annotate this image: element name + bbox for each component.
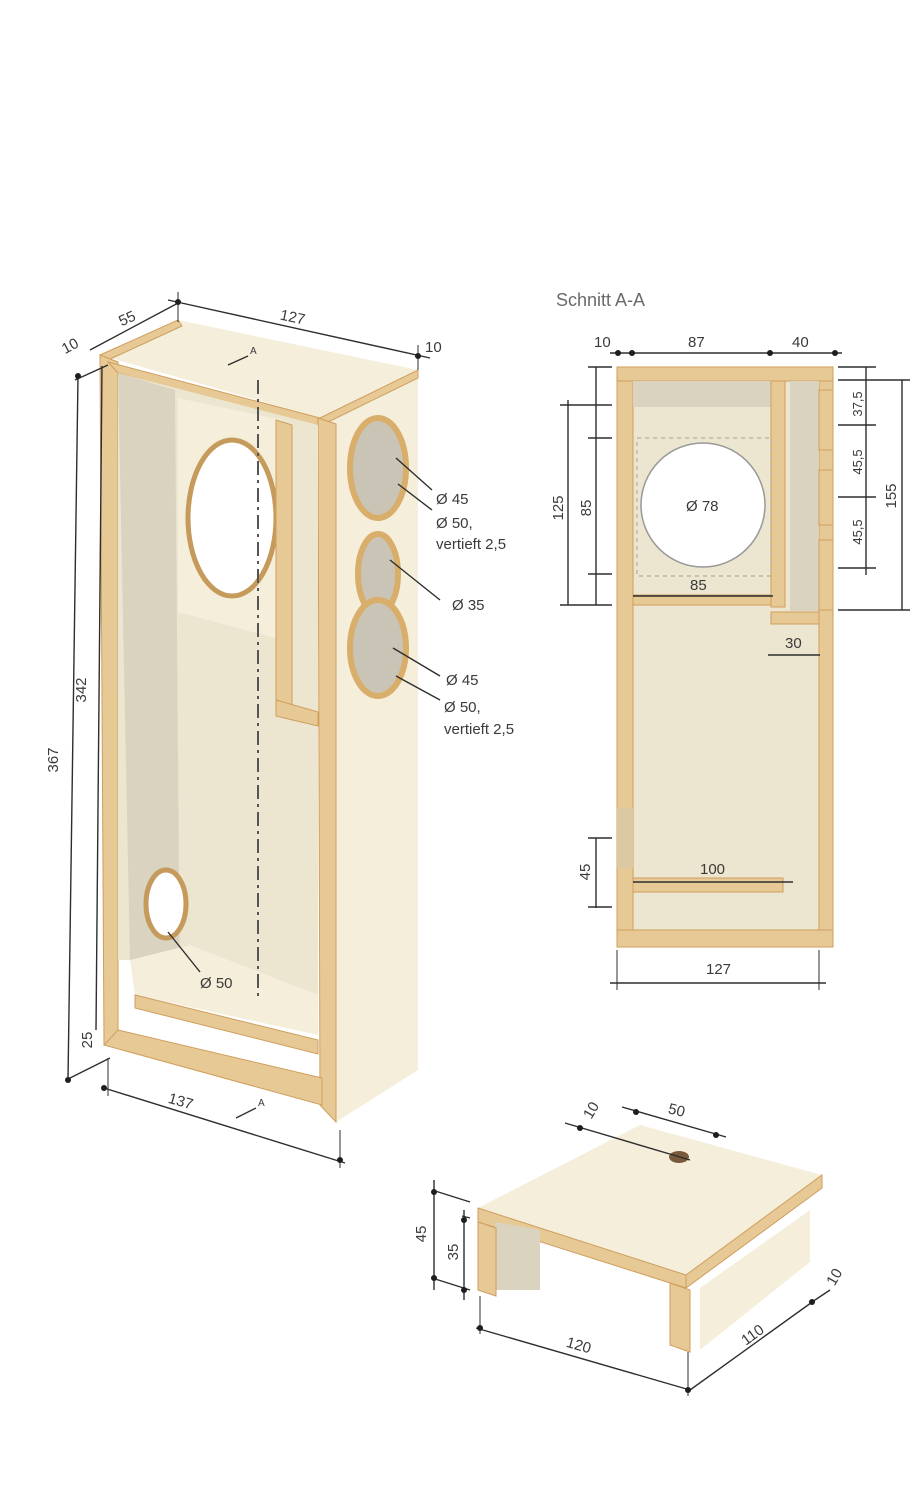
stand-top <box>478 1125 822 1275</box>
stand-dim-45: 45 <box>413 1226 430 1243</box>
sec-dim-45: 45 <box>577 864 594 881</box>
stand-dim-35: 35 <box>445 1244 462 1261</box>
section-back-wall <box>818 366 834 948</box>
sec-dim-125: 125 <box>550 495 567 520</box>
stand-dimension-lines <box>431 1106 831 1396</box>
dim-367: 367 <box>45 747 62 772</box>
section-divider <box>770 380 786 608</box>
sec-dim-40: 40 <box>792 334 809 351</box>
iso-dimension-lines <box>65 292 441 1168</box>
front-left-edge <box>99 354 119 1046</box>
stand-dim-50: 50 <box>666 1100 686 1121</box>
sec-dim-30: 30 <box>785 635 802 652</box>
stand-view <box>477 1125 823 1353</box>
section-marker-bottom: A <box>258 1098 265 1109</box>
sec-dim-100: 100 <box>700 861 725 878</box>
section-dimension-lines <box>560 350 910 990</box>
hole-label-2-sub: vertieft 2,5 <box>436 536 506 553</box>
hole-label-1: Ø 45 <box>436 491 469 508</box>
stand-dim-120: 120 <box>564 1334 593 1357</box>
stand-dim-10-wall: 10 <box>823 1266 846 1289</box>
section-dimension-labels: 10 87 40 37,5 45,5 45,5 155 125 85 85 30… <box>550 334 900 978</box>
hole-label-5: Ø 50, <box>444 699 481 716</box>
sec-dim-155: 155 <box>883 483 900 508</box>
section-top-wall <box>616 366 834 382</box>
iso-cabinet <box>98 319 419 1124</box>
sec-dim-85-inner: 85 <box>690 577 707 594</box>
section-marker-top: A <box>250 346 257 357</box>
section-driver-hole <box>640 442 766 568</box>
hole-label-3: Ø 35 <box>452 597 485 614</box>
hole-label-5-sub: vertieft 2,5 <box>444 721 514 738</box>
hole-label-2: Ø 50, <box>436 515 473 532</box>
side-hole-3 <box>347 597 409 699</box>
dim-10-left: 10 <box>59 335 82 358</box>
section-title: Schnitt A-A <box>556 290 645 310</box>
sec-dim-37-5: 37,5 <box>850 391 865 416</box>
dim-10-right: 10 <box>425 339 442 356</box>
port-hole <box>143 867 189 941</box>
port-label: Ø 50 <box>200 975 233 992</box>
hole-label-4: Ø 45 <box>446 672 479 689</box>
stand-right-leg <box>700 1210 810 1350</box>
dim-55: 55 <box>116 308 138 330</box>
iso-dimension-labels: 55 127 10 10 367 342 25 137 A A Ø 45 Ø 5… <box>45 307 514 1114</box>
side-hole-1 <box>347 415 409 521</box>
dim-342: 342 <box>73 677 90 702</box>
sec-dim-45-5-a: 45,5 <box>850 449 865 474</box>
stand-dim-110: 110 <box>738 1321 767 1349</box>
driver-label: Ø 78 <box>686 498 719 515</box>
sec-dim-87: 87 <box>688 334 705 351</box>
bottom-shelf <box>130 945 318 1035</box>
stand-dim-10: 10 <box>580 1099 603 1122</box>
sec-dim-10: 10 <box>594 334 611 351</box>
dim-25: 25 <box>79 1032 96 1049</box>
sec-dim-85-left: 85 <box>578 500 595 517</box>
dim-137: 137 <box>166 1090 195 1113</box>
section-bottom-wall <box>616 929 834 948</box>
cabinet-top-panel <box>100 320 418 418</box>
sec-dim-127: 127 <box>706 961 731 978</box>
driver-hole <box>185 437 279 599</box>
sec-dim-45-5-b: 45,5 <box>850 519 865 544</box>
section-view: Schnitt A-A Ø 78 <box>556 290 834 948</box>
dim-127: 127 <box>279 307 307 329</box>
stand-left-leg <box>477 1221 497 1297</box>
front-right-edge <box>317 417 337 1124</box>
